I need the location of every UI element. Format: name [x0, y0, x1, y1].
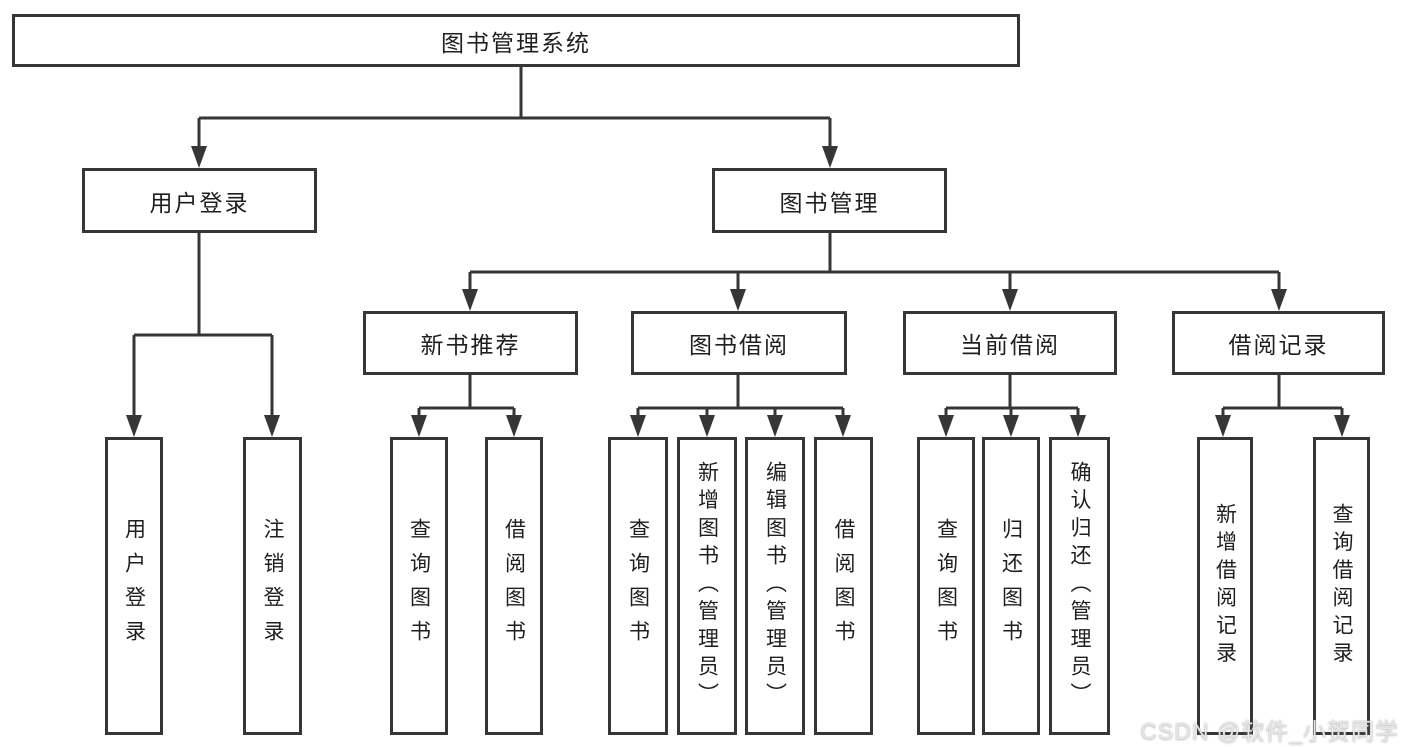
- connector-root-to-level2: [197, 67, 832, 150]
- watermark-csdn: CSDN @软件_小贺同学: [1140, 718, 1399, 744]
- connector-lines: [132, 67, 1344, 419]
- connector-currentborrow-children: [944, 375, 1080, 419]
- leaf-borrow-book-1: 借阅图书: [485, 437, 543, 735]
- node-label: 新增借阅记录: [1213, 502, 1237, 670]
- leaf-query-borrow-record: 查询借阅记录: [1313, 437, 1370, 735]
- arrow-down-icon: [730, 289, 746, 311]
- arrow-down-icon: [1002, 289, 1018, 311]
- node-label: 查询图书: [934, 517, 958, 655]
- node-label: 编辑图书（管理员）: [763, 461, 787, 711]
- arrow-down-icon: [630, 415, 646, 437]
- node-book-management: 图书管理: [712, 168, 947, 233]
- node-label: 借阅记录: [1228, 332, 1329, 358]
- connector-userlogin-children: [132, 233, 274, 419]
- arrow-down-icon: [264, 415, 280, 437]
- arrow-down-icon: [1334, 415, 1350, 437]
- leaf-query-book-2: 查询图书: [608, 437, 668, 735]
- node-label: 图书管理: [779, 189, 880, 216]
- arrow-down-icon: [699, 415, 715, 437]
- leaf-query-book-1: 查询图书: [390, 437, 448, 735]
- node-user-login: 用户登录: [82, 168, 317, 233]
- arrow-down-icon: [126, 415, 142, 437]
- node-label: 新书推荐: [420, 332, 521, 358]
- node-label: 新增图书（管理员）: [695, 461, 719, 711]
- connector-newbookrec-children: [417, 375, 516, 419]
- arrow-down-icon: [822, 146, 838, 168]
- leaf-return-book: 归还图书: [982, 437, 1040, 735]
- node-label: 注销登录: [261, 517, 284, 655]
- arrow-down-icon: [462, 289, 478, 311]
- arrow-down-icon: [1070, 415, 1086, 437]
- connector-bookmgmt-children: [468, 233, 1281, 293]
- node-label: 查询图书: [407, 517, 431, 655]
- arrow-down-icon: [506, 415, 522, 437]
- node-current-borrow: 当前借阅: [903, 311, 1117, 375]
- node-borrow-records: 借阅记录: [1172, 311, 1385, 375]
- arrow-down-icon: [835, 415, 851, 437]
- connector-borrowrecords-children: [1221, 375, 1344, 419]
- node-label: 图书管理系统: [441, 29, 591, 56]
- leaf-add-book-admin: 新增图书（管理员）: [677, 437, 737, 735]
- node-label: 图书借阅: [689, 332, 789, 358]
- node-label: 用户登录: [149, 189, 250, 216]
- leaf-add-borrow-record: 新增借阅记录: [1197, 437, 1253, 735]
- node-book-borrow: 图书借阅: [631, 311, 847, 375]
- arrow-down-icon: [938, 415, 954, 437]
- arrowheads: [126, 146, 1350, 437]
- leaf-logout: 注销登录: [243, 437, 302, 735]
- arrow-down-icon: [191, 146, 207, 168]
- node-new-book-recommend: 新书推荐: [363, 311, 578, 375]
- leaf-borrow-book-2: 借阅图书: [814, 437, 873, 735]
- node-label: 借阅图书: [502, 517, 526, 655]
- arrow-down-icon: [1003, 415, 1019, 437]
- leaf-user-login: 用户登录: [105, 437, 163, 735]
- node-label: 查询图书: [626, 517, 650, 655]
- connector-bookborrow-children: [636, 375, 845, 419]
- leaf-edit-book-admin: 编辑图书（管理员）: [745, 437, 805, 735]
- arrow-down-icon: [1215, 415, 1231, 437]
- node-library-management-system: 图书管理系统: [12, 14, 1020, 67]
- arrow-down-icon: [411, 415, 427, 437]
- node-label: 借阅图书: [832, 517, 855, 655]
- node-label: 用户登录: [122, 517, 146, 655]
- leaf-confirm-return-admin: 确认归还（管理员）: [1049, 437, 1110, 735]
- node-label: 当前借阅: [960, 332, 1060, 358]
- leaf-query-book-3: 查询图书: [917, 437, 975, 735]
- node-label: 查询借阅记录: [1330, 502, 1353, 670]
- arrow-down-icon: [767, 415, 783, 437]
- node-label: 确认归还（管理员）: [1068, 461, 1091, 711]
- node-label: 归还图书: [999, 517, 1023, 655]
- arrow-down-icon: [1271, 289, 1287, 311]
